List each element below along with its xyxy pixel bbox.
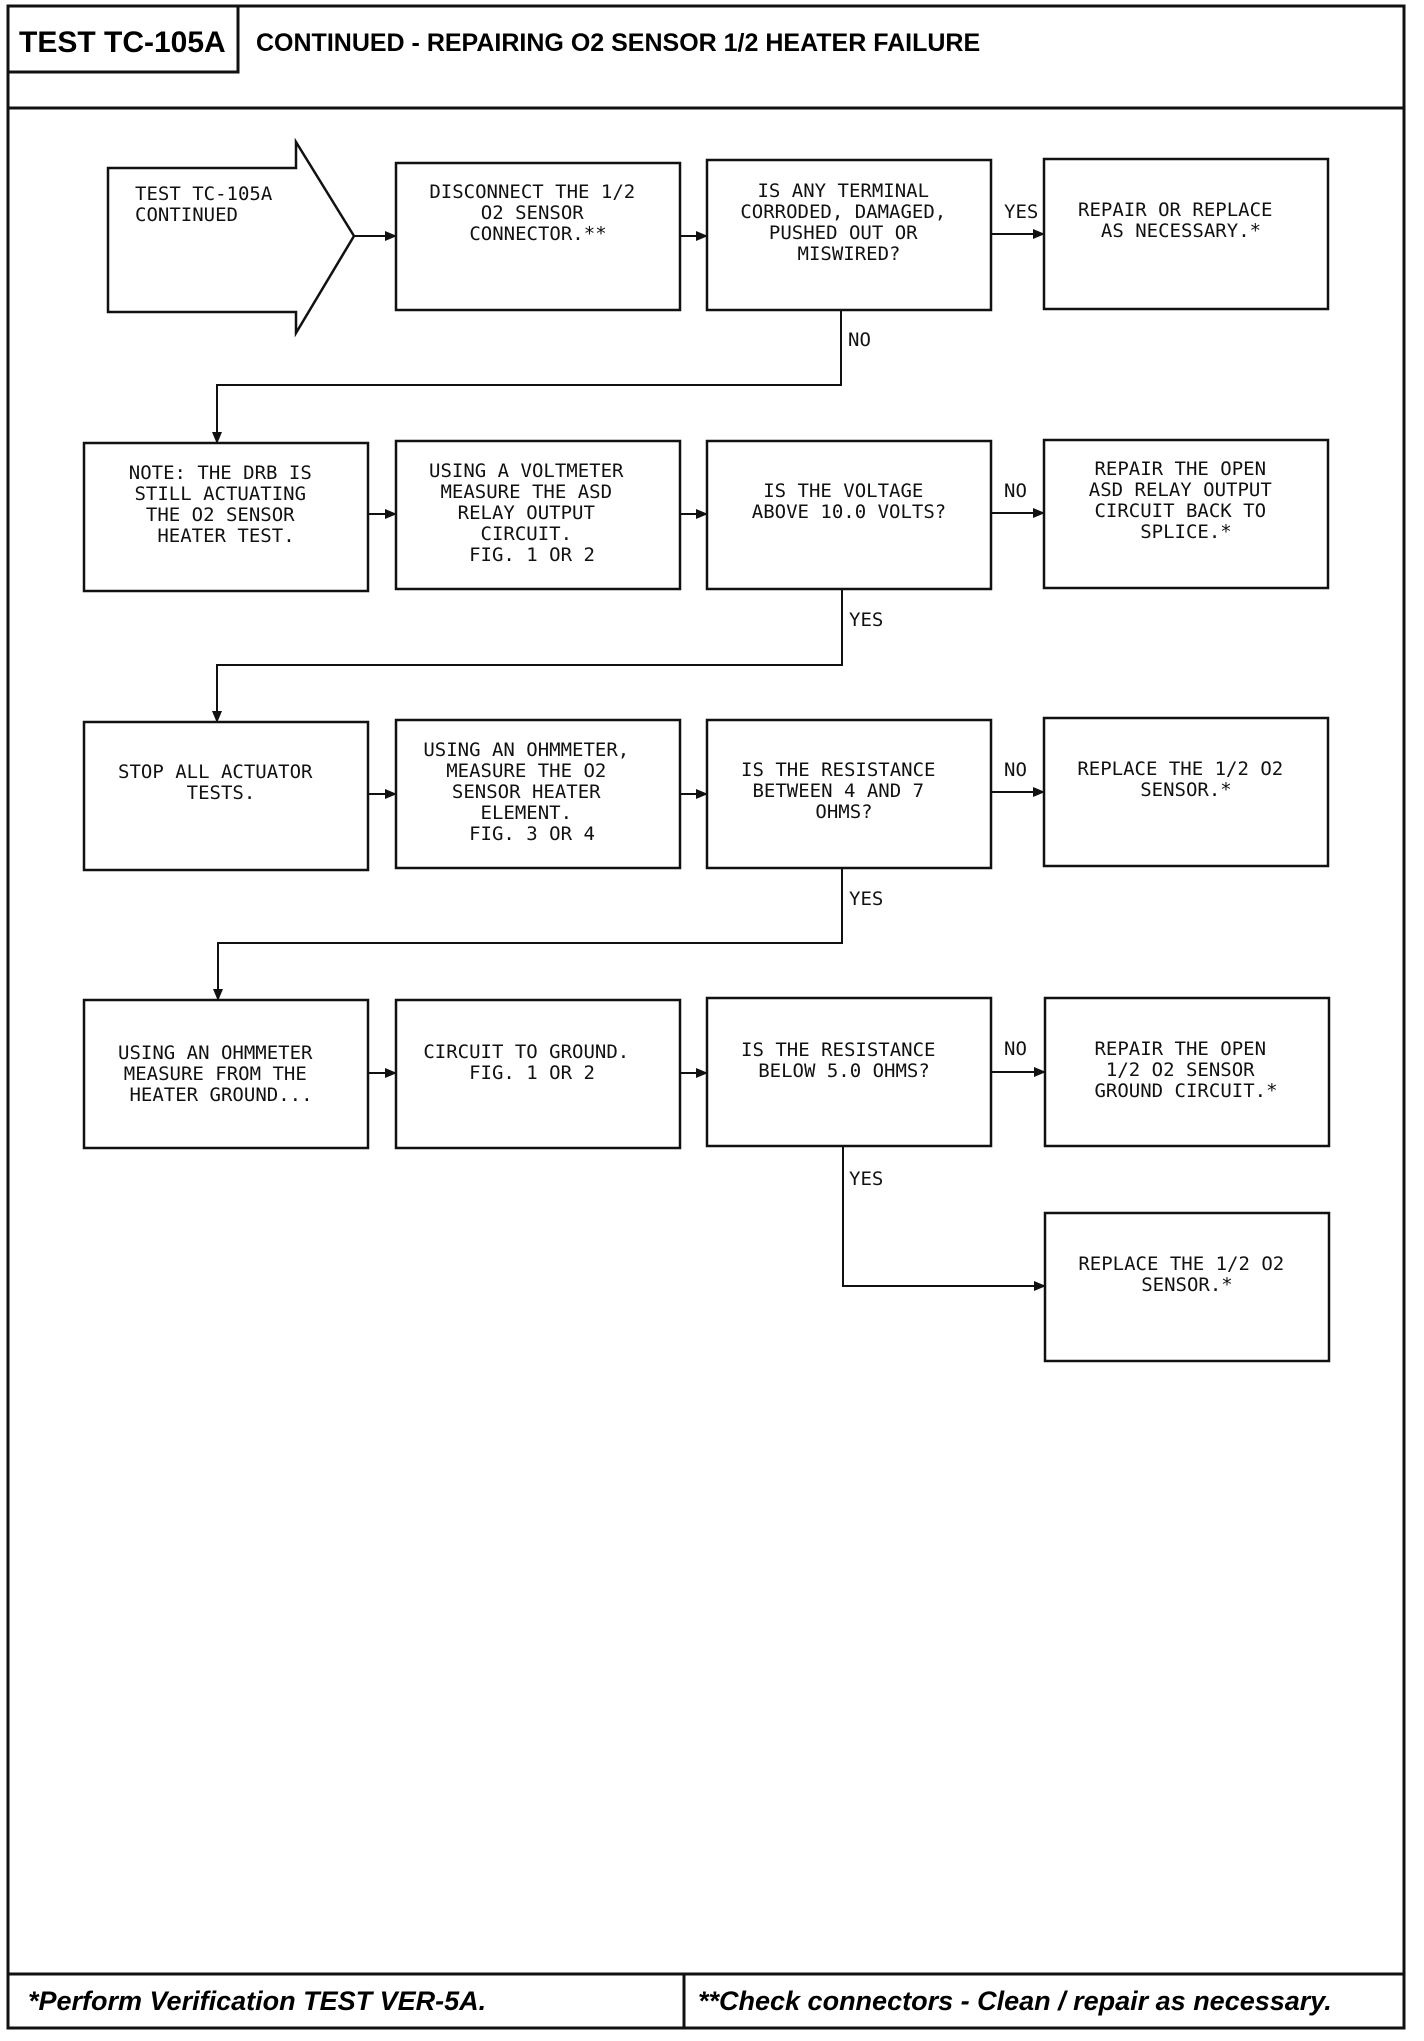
connector-resistance-yes — [213, 868, 843, 1001]
label-yes-4: YES — [849, 1168, 883, 1190]
footer-note-left: *Perform Verification TEST VER-5A. — [28, 1986, 486, 2016]
box-repair-asd-text: REPAIR THE OPEN ASD RELAY OUTPUT CIRCUIT… — [1089, 458, 1283, 543]
box-repair-ground — [1043, 996, 1331, 1148]
footer-note-right: **Check connectors - Clean / repair as n… — [698, 1986, 1332, 2016]
label-yes-2: YES — [849, 609, 883, 631]
label-yes-1: YES — [1004, 201, 1038, 223]
box-disconnect-text: DISCONNECT THE 1/2 O2 SENSOR CONNECTOR.*… — [429, 181, 646, 245]
box-replace-sensor — [1042, 716, 1330, 868]
box-replace-sensor-2 — [1043, 1211, 1331, 1363]
label-no-4: NO — [1004, 1038, 1027, 1060]
box-resistance-below — [705, 996, 993, 1148]
box-terminal-check-text: IS ANY TERMINAL CORRODED, DAMAGED, PUSHE… — [740, 180, 957, 265]
box-circuit-ground-text: CIRCUIT TO GROUND. FIG. 1 OR 2 — [423, 1041, 640, 1084]
box-resistance-check — [705, 718, 993, 870]
header-id-box — [6, 4, 240, 74]
connector-terminal-no — [212, 310, 842, 444]
box-repair-replace-text: REPAIR OR REPLACE AS NECESSARY.* — [1078, 199, 1284, 242]
start-text: TEST TC-105A CONTINUED — [135, 183, 284, 226]
box-repair-ground-text: REPAIR THE OPEN 1/2 O2 SENSOR GROUND CIR… — [1094, 1038, 1277, 1102]
box-replace-sensor-2-text: REPLACE THE 1/2 O2 SENSOR.* — [1078, 1253, 1295, 1296]
box-note-drb-text: NOTE: THE DRB IS STILL ACTUATING THE O2 … — [129, 462, 323, 547]
label-no-1: NO — [848, 329, 871, 351]
box-resistance-below-text: IS THE RESISTANCE BELOW 5.0 OHMS? — [741, 1039, 947, 1082]
label-no-3: NO — [1004, 759, 1027, 781]
connector-voltage-yes — [212, 589, 843, 723]
box-stop-tests-text: STOP ALL ACTUATOR TESTS. — [118, 761, 324, 804]
box-stop-tests — [82, 720, 370, 872]
box-voltmeter-text: USING A VOLTMETER MEASURE THE ASD RELAY … — [429, 460, 635, 566]
page-frame — [6, 4, 1406, 2030]
box-voltage-check — [705, 439, 993, 591]
page-title: CONTINUED - REPAIRING O2 SENSOR 1/2 HEAT… — [256, 29, 980, 57]
start-arrow-shape — [106, 137, 356, 338]
connector-below-yes — [842, 1146, 1046, 1291]
box-circuit-ground — [394, 998, 682, 1150]
box-voltage-check-text: IS THE VOLTAGE ABOVE 10.0 VOLTS? — [752, 480, 946, 523]
box-ohmmeter-ground — [82, 998, 370, 1150]
box-repair-replace — [1042, 157, 1330, 311]
box-note-drb — [82, 441, 370, 593]
label-yes-3: YES — [849, 888, 883, 910]
label-no-2: NO — [1004, 480, 1027, 502]
box-ohmmeter-heater-text: USING AN OHMMETER, MEASURE THE O2 SENSOR… — [423, 739, 640, 845]
box-replace-sensor-text: REPLACE THE 1/2 O2 SENSOR.* — [1077, 758, 1294, 801]
box-repair-asd — [1042, 438, 1330, 590]
box-resistance-check-text: IS THE RESISTANCE BETWEEN 4 AND 7 OHMS? — [741, 759, 947, 823]
test-id: TEST TC-105A — [19, 26, 226, 59]
box-voltmeter — [394, 439, 682, 591]
box-ohmmeter-ground-text: USING AN OHMMETER MEASURE FROM THE HEATE… — [118, 1042, 324, 1106]
